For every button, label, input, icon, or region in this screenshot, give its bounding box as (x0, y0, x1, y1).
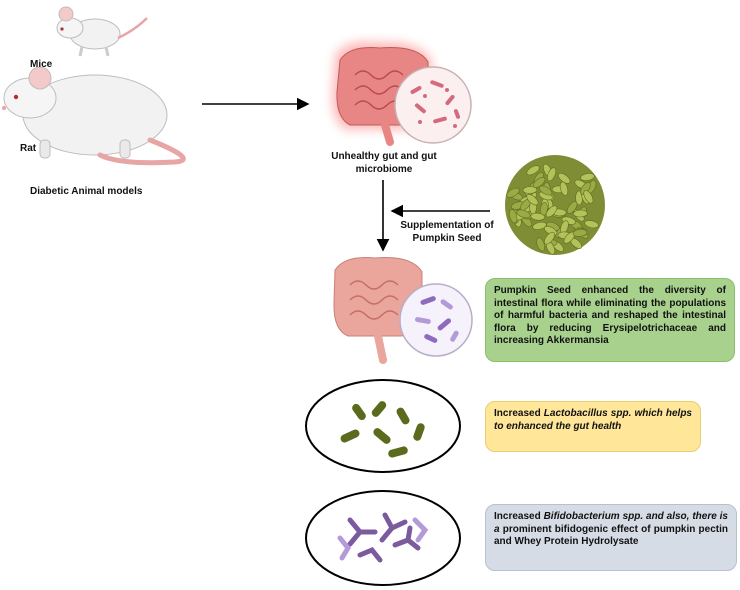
bifidobacterium-text: Increased Bifidobacterium spp. and also,… (494, 511, 728, 547)
pumpkin-seed (530, 212, 546, 221)
rat-illustration (2, 66, 186, 166)
pumpkin-seed (572, 229, 588, 237)
pumpkin-seed (559, 181, 569, 196)
pumpkin-seed (526, 165, 540, 176)
mice-label: Mice (30, 59, 53, 70)
pumpkin-seed (544, 231, 555, 245)
beneficial-bacteria-circle (399, 283, 473, 357)
lactobacillus-ellipse (305, 379, 461, 473)
diversity-text: Pumpkin Seed enhanced the diversity of i… (494, 285, 726, 346)
pumpkin-seed (547, 167, 557, 182)
pumpkin-seed (538, 185, 553, 196)
pumpkin-seed (573, 209, 588, 218)
bifidobacterium-box: Increased Bifidobacterium spp. and also,… (485, 504, 737, 571)
pumpkin-seed (557, 172, 571, 184)
diversity-box: Pumpkin Seed enhanced the diversity of i… (485, 278, 735, 362)
pumpkin-seed (583, 190, 594, 204)
pumpkin-seed (522, 186, 538, 194)
pumpkin-seed (506, 187, 520, 198)
pumpkin-seed (516, 209, 531, 219)
rat-label: Rat (20, 143, 37, 154)
pumpkin-seed-illustration (505, 155, 605, 255)
pumpkin-seed (545, 205, 558, 218)
pumpkin-seed (584, 220, 599, 229)
lactobacillus-box: Increased Lactobacillus spp. which helps… (485, 401, 701, 452)
pumpkin-seed (580, 173, 595, 181)
pumpkin-seed (526, 194, 539, 206)
supplementation-label: Supplementation of Pumpkin Seed (400, 220, 494, 244)
lactobacillus-text: Increased Lactobacillus spp. which helps… (494, 408, 692, 432)
unhealthy-gut-label: Unhealthy gut and gut microbiome (331, 151, 437, 175)
mouse-illustration (56, 6, 148, 57)
pumpkin-seed (532, 177, 546, 188)
pumpkin-seed (580, 182, 591, 195)
bifidobacterium-ellipse (305, 490, 461, 586)
pumpkin-seed (536, 237, 546, 252)
harmful-bacteria-circle (394, 66, 472, 144)
animal-models-label: Diabetic Animal models (30, 186, 143, 197)
pumpkin-seed (509, 209, 518, 224)
